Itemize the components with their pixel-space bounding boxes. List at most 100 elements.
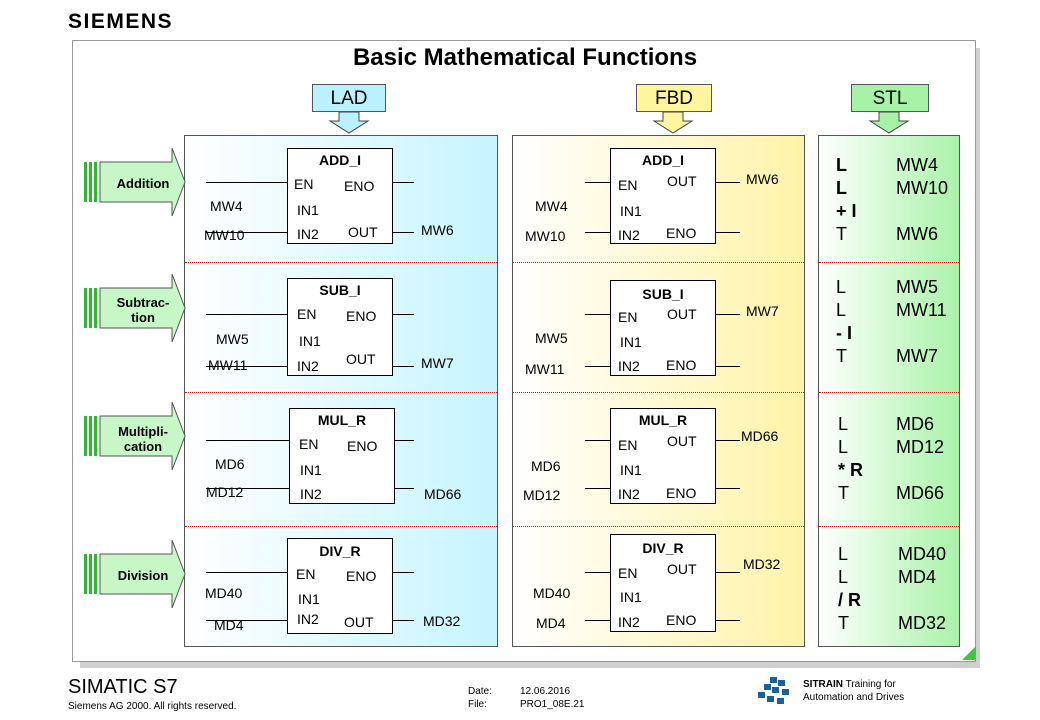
lad-eno-wire	[390, 182, 414, 183]
pin-en: EN	[618, 437, 638, 453]
fbd-eno-wire	[710, 488, 740, 489]
fbd-in2-operand: MD4	[536, 615, 566, 631]
pin-eno: ENO	[666, 485, 697, 501]
lad-in1-operand: MW5	[216, 331, 249, 347]
page-corner-icon	[962, 646, 976, 660]
fbd-out-operand: MD66	[741, 428, 779, 444]
fbd-in2-wire	[585, 488, 613, 489]
fbd-separator	[513, 262, 804, 263]
division-arrow-icon	[84, 540, 186, 608]
lad-function-block	[287, 148, 393, 244]
pin-out: OUT	[346, 351, 376, 367]
footer-file-label: File:	[468, 699, 487, 710]
lad-in1-operand: MD40	[205, 585, 243, 601]
fbd-eno-wire	[710, 232, 740, 233]
fbd-in2-wire	[585, 366, 613, 367]
fbd-function-block	[610, 148, 716, 244]
siemens-logo: SIEMENS	[68, 10, 174, 33]
pin-out: OUT	[667, 433, 697, 449]
lad-out-wire	[390, 620, 414, 621]
fbd-function-block	[610, 408, 716, 504]
lad-in2-operand: MD4	[214, 617, 244, 633]
lad-en-wire	[206, 314, 290, 315]
fbd-out-operand: MD32	[743, 556, 781, 572]
footer-copyright: Siemens AG 2000. All rights reserved.	[68, 701, 237, 712]
fbd-in1-operand: MW5	[535, 330, 568, 346]
lad-function-block	[287, 278, 393, 376]
fbd-out-operand: MW7	[746, 303, 779, 319]
pin-en: EN	[296, 566, 316, 582]
pin-in1: IN1	[620, 203, 642, 219]
lad-in2-operand: MW10	[204, 227, 245, 243]
pin-en: EN	[297, 306, 317, 322]
fbd-en-wire	[585, 572, 613, 573]
stl-separator	[819, 392, 959, 393]
fbd-in2-wire	[585, 620, 613, 621]
pin-in2: IN2	[618, 614, 640, 630]
lad-eno-wire	[390, 314, 414, 315]
pin-in2: IN2	[297, 611, 319, 627]
fbd-in1-operand: MD40	[533, 585, 571, 601]
pin-in2: IN2	[618, 486, 640, 502]
pin-in2: IN2	[618, 227, 640, 243]
lad-block-title: DIV_R	[319, 543, 361, 559]
fbd-in2-operand: MD12	[523, 487, 561, 503]
footer-file-value: PRO1_08E.21	[520, 699, 585, 710]
fbd-block-title: DIV_R	[642, 540, 684, 556]
lad-in2-wire	[206, 232, 290, 233]
row-label-addition: Addition	[116, 176, 170, 191]
fbd-en-wire	[585, 314, 613, 315]
pin-eno: ENO	[344, 178, 375, 194]
lad-block-title: SUB_I	[319, 282, 361, 298]
lad-out-operand: MD66	[424, 486, 462, 502]
lad-out-wire	[390, 488, 414, 489]
subtraction-arrow-icon	[84, 274, 186, 342]
pin-in1: IN1	[620, 462, 642, 478]
stl-line: + I	[836, 201, 857, 221]
footer-product: SIMATIC S7	[68, 676, 178, 698]
lad-in1-operand: MD6	[215, 456, 245, 472]
pin-in1: IN1	[299, 333, 321, 349]
lad-down-arrow-icon	[328, 112, 370, 134]
fbd-in1-operand: MD6	[531, 458, 561, 474]
stl-panel	[818, 135, 960, 647]
row-label-multiplication: Multipli-cation	[118, 424, 168, 454]
pin-out: OUT	[348, 224, 378, 240]
pin-out: OUT	[667, 306, 697, 322]
pin-en: EN	[618, 565, 638, 581]
lad-in2-wire	[206, 366, 290, 367]
tab-lad: LAD	[312, 84, 386, 112]
lad-in1-operand: MW4	[210, 198, 243, 214]
pin-in1: IN1	[620, 334, 642, 350]
fbd-en-wire	[585, 440, 613, 441]
fbd-in1-operand: MW4	[535, 198, 568, 214]
lad-out-operand: MW7	[421, 355, 454, 371]
fbd-out-wire	[710, 572, 740, 573]
fbd-function-block	[610, 280, 716, 376]
pin-eno: ENO	[346, 308, 377, 324]
fbd-in2-operand: MW10	[525, 228, 566, 244]
pin-en: EN	[294, 176, 314, 192]
fbd-block-title: ADD_I	[641, 152, 684, 168]
stl-separator	[819, 262, 959, 263]
lad-en-wire	[206, 572, 290, 573]
lad-out-wire	[390, 366, 414, 367]
footer-date-value: 12.06.2016	[520, 686, 571, 697]
fbd-in2-operand: MW11	[525, 361, 565, 377]
fbd-eno-wire	[710, 620, 740, 621]
footer-date-label: Date:	[468, 686, 492, 697]
fbd-block-title: MUL_R	[638, 412, 688, 428]
pin-in1: IN1	[298, 591, 320, 607]
